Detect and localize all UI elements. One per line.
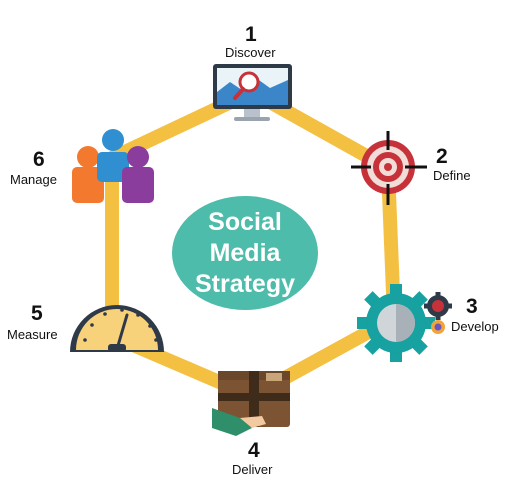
gears-icon (357, 284, 452, 362)
step-3-label: Develop (451, 319, 499, 334)
step-1-number: 1 (245, 23, 257, 46)
step-6-number: 6 (33, 148, 45, 171)
center-title-line-1: Social (208, 207, 282, 236)
center-title: Social Media Strategy (172, 196, 318, 310)
team-people-icon (72, 129, 154, 203)
step-2-number: 2 (436, 145, 448, 168)
step-5-label: Measure (7, 327, 58, 342)
gauge-icon (70, 305, 164, 352)
target-crosshair-icon (351, 131, 427, 205)
step-2-label: Define (433, 168, 471, 183)
center-title-line-2: Media (209, 238, 281, 267)
monitor-magnifier-icon (213, 64, 292, 121)
step-6-label: Manage (10, 172, 57, 187)
package-handoff-icon (212, 371, 290, 436)
center-title-line-3: Strategy (194, 269, 296, 298)
step-4-number: 4 (248, 439, 260, 462)
step-5-number: 5 (31, 302, 43, 325)
step-1-label: Discover (225, 45, 276, 60)
step-4-label: Deliver (232, 462, 273, 477)
step-3-number: 3 (466, 295, 478, 318)
center-circle (172, 196, 318, 310)
